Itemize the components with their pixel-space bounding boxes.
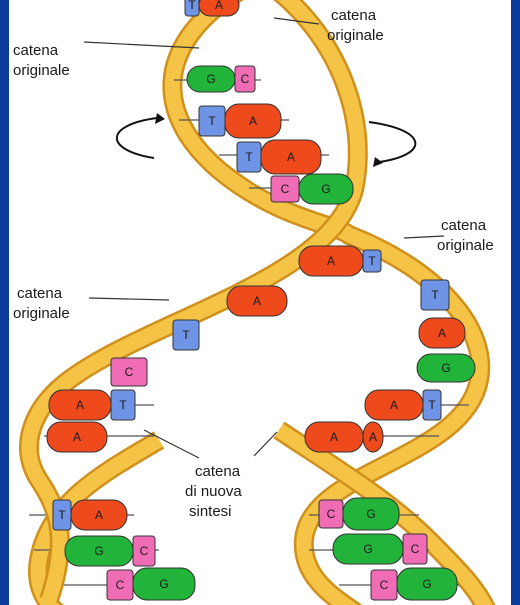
rotation-arrow-left-icon <box>117 118 157 158</box>
adenine-letter-24: A <box>369 430 377 444</box>
guanine-letter-2: G <box>206 72 215 86</box>
guanine-base-31: G <box>333 534 403 564</box>
adenine-letter-0: A <box>215 0 223 12</box>
cytosine-letter-35: C <box>380 578 389 592</box>
guanine-base-2: G <box>187 66 235 92</box>
cytosine-base-32: C <box>403 534 427 564</box>
thymine-base-25: T <box>53 500 71 530</box>
cytosine-base-27: C <box>319 500 343 528</box>
thymine-letter-4: T <box>208 114 216 128</box>
adenine-letter-18: A <box>76 398 84 412</box>
thymine-letter-21: T <box>428 398 436 412</box>
adenine-base-12: A <box>227 286 287 316</box>
adenine-base-23: A <box>305 422 363 452</box>
thymine-letter-19: T <box>119 398 127 412</box>
guanine-base-9: G <box>299 174 353 204</box>
adenine-base-24: A <box>363 422 383 452</box>
label-mid-right-line2: originale <box>437 237 494 254</box>
guanine-letter-28: G <box>366 507 375 521</box>
guanine-base-36: G <box>397 568 457 600</box>
label-bottom-line2: di nuova <box>185 483 242 500</box>
diagram-panel: A T G C T A T A C G A T A T T A C G A T A T A A A T A C G G C G C C G C G ca… <box>9 0 511 605</box>
label-mid-right-line1: catena <box>441 217 487 234</box>
thymine-letter-11: T <box>368 254 376 268</box>
adenine-letter-26: A <box>95 508 103 522</box>
dna-replication-diagram: A T G C T A T A C G A T A T T A C G A T A T A A A T A C G G C G C C G C G ca… <box>9 0 511 605</box>
thymine-base-1: T <box>185 0 199 16</box>
arrowhead-right-icon <box>373 157 383 167</box>
guanine-base-28: G <box>343 498 399 530</box>
label-bottom-line1: catena <box>195 463 241 480</box>
thymine-base-4: T <box>199 106 225 136</box>
adenine-base-0: A <box>199 0 239 16</box>
cytosine-letter-33: C <box>116 578 125 592</box>
cytosine-base-8: C <box>271 176 299 202</box>
guanine-base-29: G <box>65 536 133 566</box>
cytosine-letter-16: C <box>125 365 134 379</box>
label-top-left-line1: catena <box>13 42 59 59</box>
adenine-letter-10: A <box>327 254 335 268</box>
guanine-letter-29: G <box>94 544 103 558</box>
guanine-letter-31: G <box>363 542 372 556</box>
label-mid-left-line2: originale <box>13 305 70 322</box>
label-top-right-line2: originale <box>327 27 384 44</box>
cytosine-base-3: C <box>235 66 255 92</box>
cytosine-letter-27: C <box>327 507 336 521</box>
cytosine-letter-3: C <box>241 72 250 86</box>
adenine-letter-22: A <box>73 430 81 444</box>
guanine-base-34: G <box>133 568 195 600</box>
adenine-letter-7: A <box>287 150 295 164</box>
label-top-right-line1: catena <box>331 7 377 24</box>
arrowhead-left-icon <box>155 113 165 124</box>
thymine-letter-6: T <box>245 150 253 164</box>
adenine-base-7: A <box>261 140 321 174</box>
adenine-base-5: A <box>225 104 281 138</box>
thymine-base-11: T <box>363 250 381 272</box>
thymine-letter-1: T <box>188 0 196 12</box>
label-bottom-line3: sintesi <box>189 503 232 520</box>
thymine-base-19: T <box>111 390 135 420</box>
cytosine-base-30: C <box>133 536 155 566</box>
thymine-letter-14: T <box>182 328 190 342</box>
adenine-base-18: A <box>49 390 111 420</box>
adenine-letter-23: A <box>330 430 338 444</box>
guanine-letter-34: G <box>159 577 168 591</box>
thymine-base-13: T <box>421 280 449 310</box>
guanine-letter-9: G <box>321 182 330 196</box>
cytosine-base-16: C <box>111 358 147 386</box>
thymine-base-14: T <box>173 320 199 350</box>
guanine-letter-36: G <box>422 577 431 591</box>
adenine-letter-5: A <box>249 114 257 128</box>
cytosine-letter-32: C <box>411 542 420 556</box>
thymine-base-6: T <box>237 142 261 172</box>
thymine-base-21: T <box>423 390 441 420</box>
rotation-arrow-right-icon <box>369 122 415 162</box>
thymine-letter-13: T <box>431 288 439 302</box>
cytosine-letter-30: C <box>140 544 149 558</box>
label-top-left-line2: originale <box>13 62 70 79</box>
label-mid-left-line1: catena <box>17 285 63 302</box>
adenine-base-15: A <box>419 318 465 348</box>
cytosine-base-33: C <box>107 570 133 600</box>
adenine-base-26: A <box>71 500 127 530</box>
adenine-letter-15: A <box>438 326 446 340</box>
guanine-base-17: G <box>417 354 475 382</box>
cytosine-letter-8: C <box>281 182 290 196</box>
thymine-letter-25: T <box>58 508 66 522</box>
adenine-base-10: A <box>299 246 363 276</box>
cytosine-base-35: C <box>371 570 397 600</box>
adenine-letter-20: A <box>390 398 398 412</box>
guanine-letter-17: G <box>441 361 450 375</box>
adenine-base-22: A <box>47 422 107 452</box>
adenine-letter-12: A <box>253 294 261 308</box>
adenine-base-20: A <box>365 390 423 420</box>
